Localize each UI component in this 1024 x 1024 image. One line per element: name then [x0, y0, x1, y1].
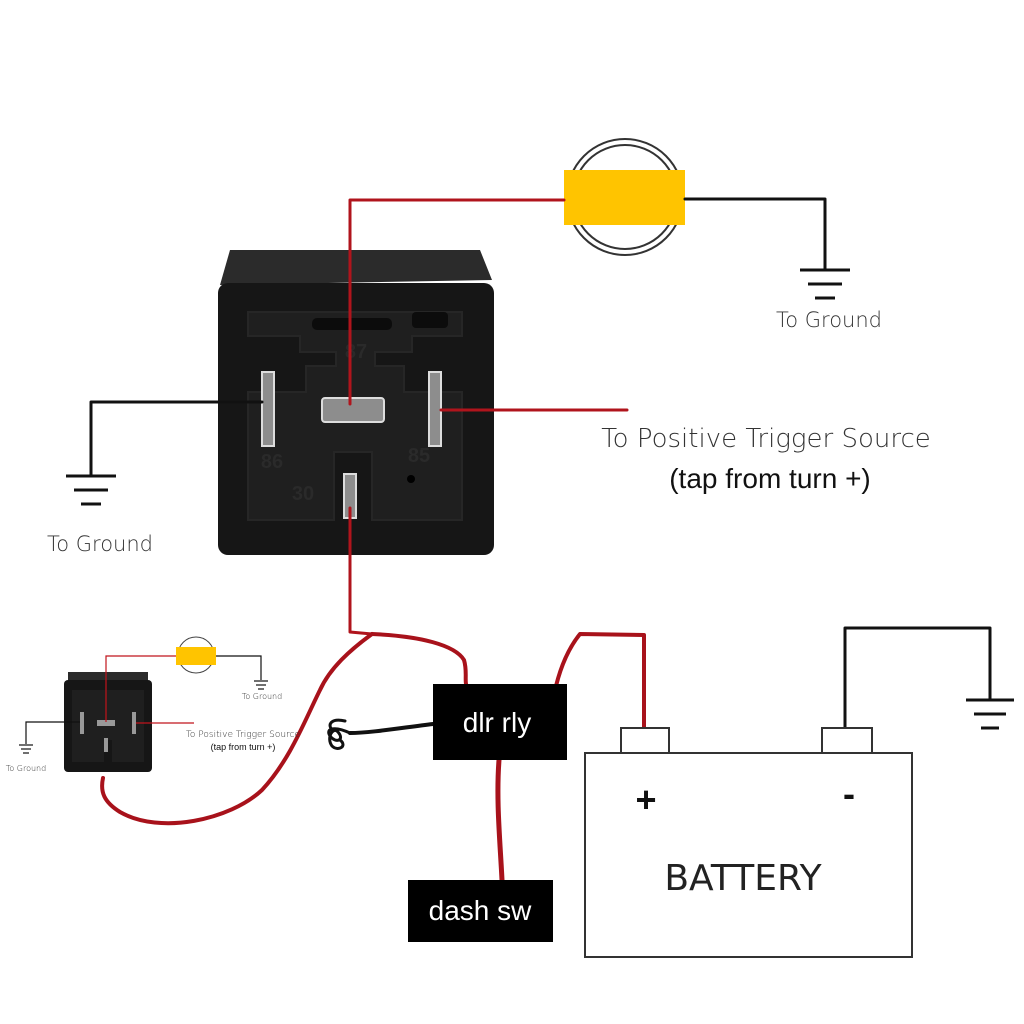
wire-junction-to-thumbnail [100, 632, 374, 826]
dlr-relay-rect [433, 684, 567, 760]
wire-dlr-ground-scribble [348, 722, 435, 735]
dash-switch-label: dash sw [429, 895, 532, 926]
thumbnail-pin-86 [80, 712, 84, 734]
wire-86-to-ground [89, 400, 264, 478]
pin-86-label: 86 [261, 451, 283, 473]
pin-86-blade [261, 371, 275, 447]
dash-switch-box: dash sw [408, 880, 553, 942]
wire-junction-to-dlr [370, 632, 468, 686]
thumbnail-relay-top [68, 672, 148, 682]
thumbnail-wires [25, 655, 262, 744]
dash-switch-rect [408, 880, 553, 942]
ground-scribble-mark [327, 718, 352, 750]
battery-negative-sign: - [843, 773, 855, 814]
dlr-relay-box: dlr rly [433, 684, 567, 760]
battery-negative-post [821, 727, 873, 754]
thumbnail-label-trigger-line2: (tap from turn +) [211, 742, 276, 752]
thumbnail-diagram: To Ground To Ground To Positive Trigger … [6, 636, 300, 773]
thumbnail-lamp [176, 647, 216, 665]
thumbnail-label-ground-right: To Ground [242, 692, 282, 701]
battery-positive-sign: + [635, 779, 656, 820]
thumbnail-ground-left [19, 744, 33, 754]
wire-battery-negative-to-ground [843, 626, 992, 730]
pin-87-blade [321, 397, 385, 423]
pin-30-label: 30 [292, 483, 314, 505]
thumbnail-pin-30 [104, 738, 108, 752]
label-to-ground-left: To Ground [47, 532, 153, 556]
wire-lamp-to-ground [683, 197, 827, 272]
battery: + - BATTERY [584, 727, 913, 958]
ground-symbol-top-right [800, 268, 850, 300]
pin-85-blade [428, 371, 442, 447]
thumbnail-ground-right [254, 680, 268, 690]
dlr-relay-label: dlr rly [463, 707, 531, 738]
wire-30-down [348, 506, 374, 636]
label-to-ground-top-right: To Ground [776, 308, 882, 332]
lamp-yellow-body [564, 170, 685, 225]
main-wires [89, 197, 992, 883]
label-trigger-line1: To Positive Trigger Source [601, 424, 931, 454]
lamp-fuse [564, 138, 685, 256]
pin-87-label: 87 [345, 341, 367, 363]
wire-dlr-to-dash-switch [495, 757, 505, 883]
relay-notch-small [412, 312, 448, 328]
relay-notch [312, 318, 392, 330]
battery-body [584, 752, 913, 958]
thumbnail-pin-87 [97, 720, 115, 726]
ground-symbol-battery [966, 698, 1014, 730]
relay-top-face [220, 250, 492, 285]
battery-label: BATTERY [664, 858, 822, 899]
thumbnail-label-trigger-line1: To Positive Trigger Source [186, 730, 300, 740]
thumbnail-pin-85 [132, 712, 136, 734]
thumbnail-label-ground-left: To Ground [6, 764, 46, 773]
wire-dlr-to-battery-positive [554, 632, 646, 730]
label-trigger-line2: (tap from turn +) [669, 463, 871, 494]
pin-85-label: 85 [408, 445, 430, 467]
relay-hole [407, 475, 415, 483]
battery-positive-post [620, 727, 670, 754]
ground-symbol-left [66, 474, 116, 506]
wire-87-to-lamp [348, 198, 566, 406]
